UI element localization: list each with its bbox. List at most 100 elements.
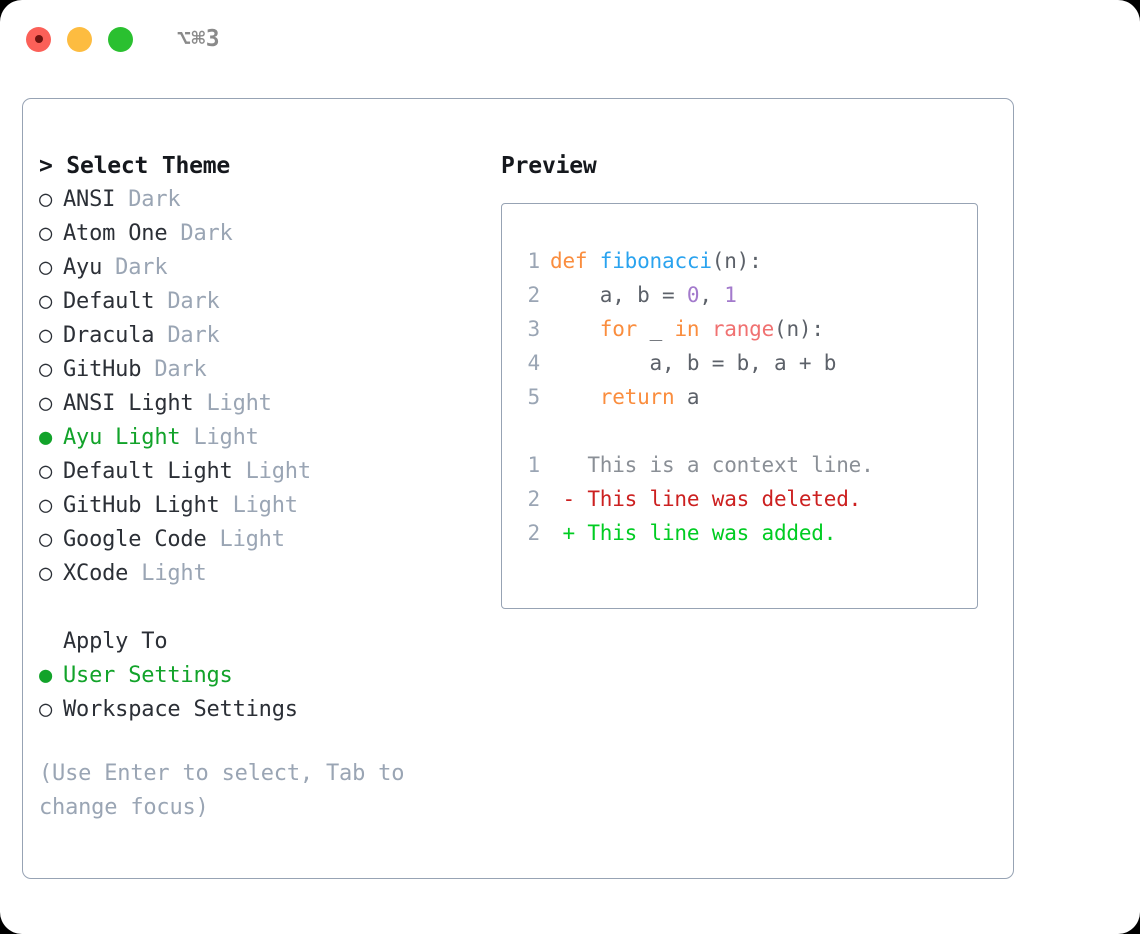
token-del: - This line was deleted. [550,487,862,511]
token-txt [550,317,600,341]
token-txt: a, b = [550,283,687,307]
zoom-button-icon[interactable] [108,26,133,52]
theme-option-list[interactable]: ○ANSI Dark○Atom One Dark○Ayu Dark○Defaul… [39,183,489,591]
token-ctx: This is a context line. [550,453,874,477]
theme-option-7[interactable]: ○ ANSI Light Light [39,387,489,421]
theme-option-label: Default [63,289,155,314]
theme-option-4[interactable]: ○ Default Dark [39,285,489,319]
theme-variant-tag: Light [219,493,298,518]
radio-selected-icon: ● [39,425,53,450]
line-number: 2 [527,487,541,511]
token-kw: for [599,317,638,341]
line-number: 5 [527,385,541,409]
radio-unselected-icon: ○ [39,187,53,212]
apply-to-option-list[interactable]: ● User Settings ○Workspace Settings [39,659,489,727]
theme-option-label: Ayu Light [63,425,181,450]
token-txt: , [699,283,725,307]
line-number: 2 [527,283,541,307]
radio-unselected-icon: ○ [39,357,53,382]
theme-variant-tag: Dark [141,357,207,382]
radio-unselected-icon: ○ [39,255,53,280]
theme-option-8[interactable]: ● Ayu Light Light [39,421,489,455]
theme-variant-tag: Light [232,459,311,484]
theme-option-label: Google Code [63,527,207,552]
code-line-2: 2 a, b = 0, 1 [518,278,977,312]
theme-option-1[interactable]: ○ ANSI Dark [39,183,489,217]
theme-option-3[interactable]: ○Ayu Dark [39,251,489,285]
keyboard-shortcut-label: ⌥⌘3 [177,26,221,52]
theme-variant-tag: Dark [115,187,181,212]
token-txt: (n): [774,317,824,341]
theme-variant-tag: Light [180,425,259,450]
token-txt: _ [637,317,675,341]
line-number: 1 [527,453,541,477]
theme-variant-tag: Light [193,391,272,416]
title-bar: ⌥⌘3 [0,0,1140,78]
line-number: 4 [527,351,541,375]
line-number: 2 [527,521,541,545]
diff-sample: 1 This is a context line.2 - This line w… [518,448,977,550]
diff-line-2: 2 - This line was deleted. [518,482,977,516]
diff-line-1: 1 This is a context line. [518,448,977,482]
theme-option-label: ANSI Light [63,391,194,416]
minimize-button-icon[interactable] [67,26,92,52]
token-kw: in [674,317,700,341]
token-num: 0 [686,283,700,307]
theme-option-12[interactable]: ○ XCode Light [39,557,489,591]
radio-selected-icon: ● [39,663,53,688]
theme-option-11[interactable]: ○ Google Code Light [39,523,489,557]
radio-unselected-icon: ○ [39,323,53,348]
apply-option-label: User Settings [63,663,233,688]
theme-variant-tag: Dark [102,255,168,280]
apply-option-1[interactable]: ● User Settings [39,659,489,693]
code-line-5: 5 return a [518,380,977,414]
radio-unselected-icon: ○ [39,221,53,246]
preview-header: Preview [501,153,597,179]
theme-option-label: GitHub Light [63,493,220,518]
token-kw: return [599,385,675,409]
section-spacer [39,591,489,625]
diff-line-3: 2 + This line was added. [518,516,977,550]
apply-option-2[interactable]: ○Workspace Settings [39,693,489,727]
token-fn: fibonacci [599,249,712,273]
theme-option-label: Dracula [63,323,155,348]
theme-option-2[interactable]: ○ Atom One Dark [39,217,489,251]
theme-option-label: ANSI [63,187,116,212]
line-number: 3 [527,317,541,341]
theme-option-10[interactable]: ○ GitHub Light Light [39,489,489,523]
radio-unselected-icon: ○ [39,289,53,314]
theme-variant-tag: Dark [154,289,220,314]
theme-option-5[interactable]: ○Dracula Dark [39,319,489,353]
token-num: 1 [724,283,737,307]
radio-unselected-icon: ○ [39,391,53,416]
content-panel: > Select Theme ○ANSI Dark○Atom One Dark○… [22,98,1014,879]
radio-unselected-icon: ○ [39,527,53,552]
theme-option-label: Atom One [63,221,168,246]
token-txt [699,317,711,341]
select-theme-header: > Select Theme [39,153,231,179]
theme-variant-tag: Dark [167,221,233,246]
close-button-icon[interactable] [26,26,51,52]
theme-picker-column: > Select Theme ○ANSI Dark○Atom One Dark○… [39,149,489,825]
theme-option-label: Default Light [63,459,233,484]
apply-to-header: Apply To [63,629,168,654]
radio-unselected-icon: ○ [39,561,53,586]
theme-option-6[interactable]: ○GitHub Dark [39,353,489,387]
traffic-light-controls [26,26,133,52]
theme-variant-tag: Light [128,561,207,586]
token-txt: (n): [711,249,762,273]
theme-variant-tag: Light [206,527,285,552]
radio-unselected-icon: ○ [39,493,53,518]
theme-option-label: XCode [63,561,129,586]
token-add: + This line was added. [550,521,837,545]
token-call: range [711,317,775,341]
radio-unselected-icon: ○ [39,459,53,484]
token-txt: a [674,385,700,409]
code-line-4: 4 a, b = b, a + b [518,346,977,380]
theme-option-9[interactable]: ○ Default Light Light [39,455,489,489]
line-number: 1 [527,249,541,273]
